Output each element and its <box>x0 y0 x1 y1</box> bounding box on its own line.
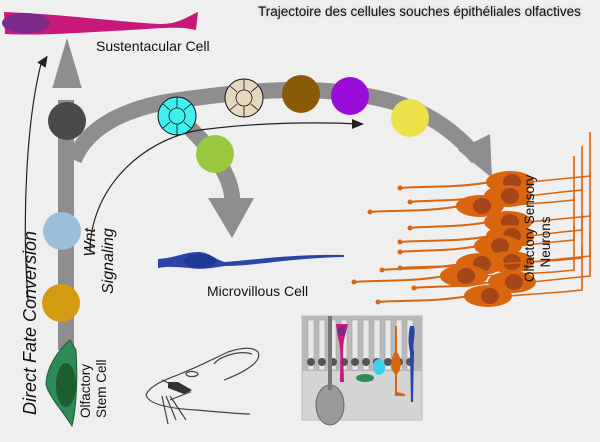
sustentacular-nucleus <box>2 13 50 33</box>
stage-light-blue <box>43 212 81 250</box>
label-osn-line2: Neurons <box>537 216 553 268</box>
label-direct-fate-conversion: Direct Fate Conversion <box>20 230 40 415</box>
inset-nucleus <box>384 358 392 366</box>
stem-cell-nucleus <box>56 363 76 407</box>
inset-column-cell <box>307 319 315 371</box>
label-microvillous-cell: Microvillous Cell <box>207 283 309 299</box>
inset-nucleus <box>318 358 326 366</box>
inset-nucleus <box>362 358 370 366</box>
stage-purple <box>331 77 369 115</box>
stage-dark-gray <box>48 102 86 140</box>
label-wnt-line1: Wnt <box>82 228 99 257</box>
olfactory-sensory-neurons <box>351 132 591 307</box>
inset-column-cell <box>384 319 392 371</box>
label-wnt-line2: Signaling <box>99 228 117 294</box>
label-osn-line1: Olfactory Sensory <box>522 174 537 282</box>
inset-neuron <box>391 326 405 396</box>
neuron <box>375 246 583 307</box>
label-wnt-signaling: Wnt Signaling <box>82 228 117 294</box>
stage-brown <box>282 75 320 113</box>
label-olfactory-stem-cell: Olfactory Stem Cell <box>78 359 109 418</box>
sustentacular-cell <box>4 12 198 35</box>
stage-yellow <box>391 99 429 137</box>
inset-stem-cell <box>356 374 374 382</box>
label-sustentacular-cell: Sustentacular Cell <box>96 38 210 54</box>
figure-title: Trajectoire des cellules souches épithél… <box>258 4 581 19</box>
inset-microvillous <box>373 359 385 375</box>
inset-microvillous-blue <box>408 326 415 402</box>
direct-fate-arrow <box>24 59 43 301</box>
stage-beige-dividing <box>224 78 264 118</box>
stage-green <box>196 135 234 173</box>
inset-column-cell <box>351 319 359 371</box>
stage-cyan-dividing <box>157 96 197 136</box>
mouse-eye <box>168 382 192 394</box>
label-olfactory-sensory-neurons: Olfactory Sensory Neurons <box>522 174 553 282</box>
stage-gold <box>42 284 80 322</box>
label-stem-line2: Stem Cell <box>93 359 109 418</box>
inset-column-cell <box>318 319 326 371</box>
inset-column-cell <box>362 319 370 371</box>
label-stem-line1: Olfactory <box>78 363 93 418</box>
neuron <box>367 156 575 217</box>
path-to-neurons <box>66 81 484 164</box>
arrowhead-neurons <box>458 134 492 178</box>
wnt-signaling-arrow <box>89 122 361 253</box>
neuron <box>397 132 591 193</box>
epithelium-inset <box>301 315 423 426</box>
inset-nucleus <box>351 358 359 366</box>
neuron <box>351 226 575 287</box>
mouse-head-illustration <box>145 347 260 425</box>
arrowhead-microvillous <box>208 198 254 238</box>
inset-nucleus <box>307 358 315 366</box>
inset-sustentacular <box>336 324 348 382</box>
